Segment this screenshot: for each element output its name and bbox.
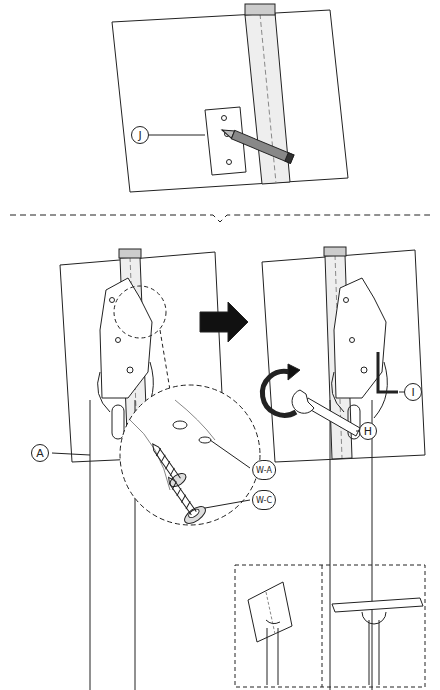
- callout-letter: W-C: [252, 490, 276, 510]
- callout-letter: A: [31, 444, 49, 462]
- callout-letter: W-A: [252, 460, 276, 480]
- callout-letter: J: [131, 126, 149, 144]
- callout-letter: H: [359, 422, 377, 440]
- callout-letter: I: [404, 383, 422, 401]
